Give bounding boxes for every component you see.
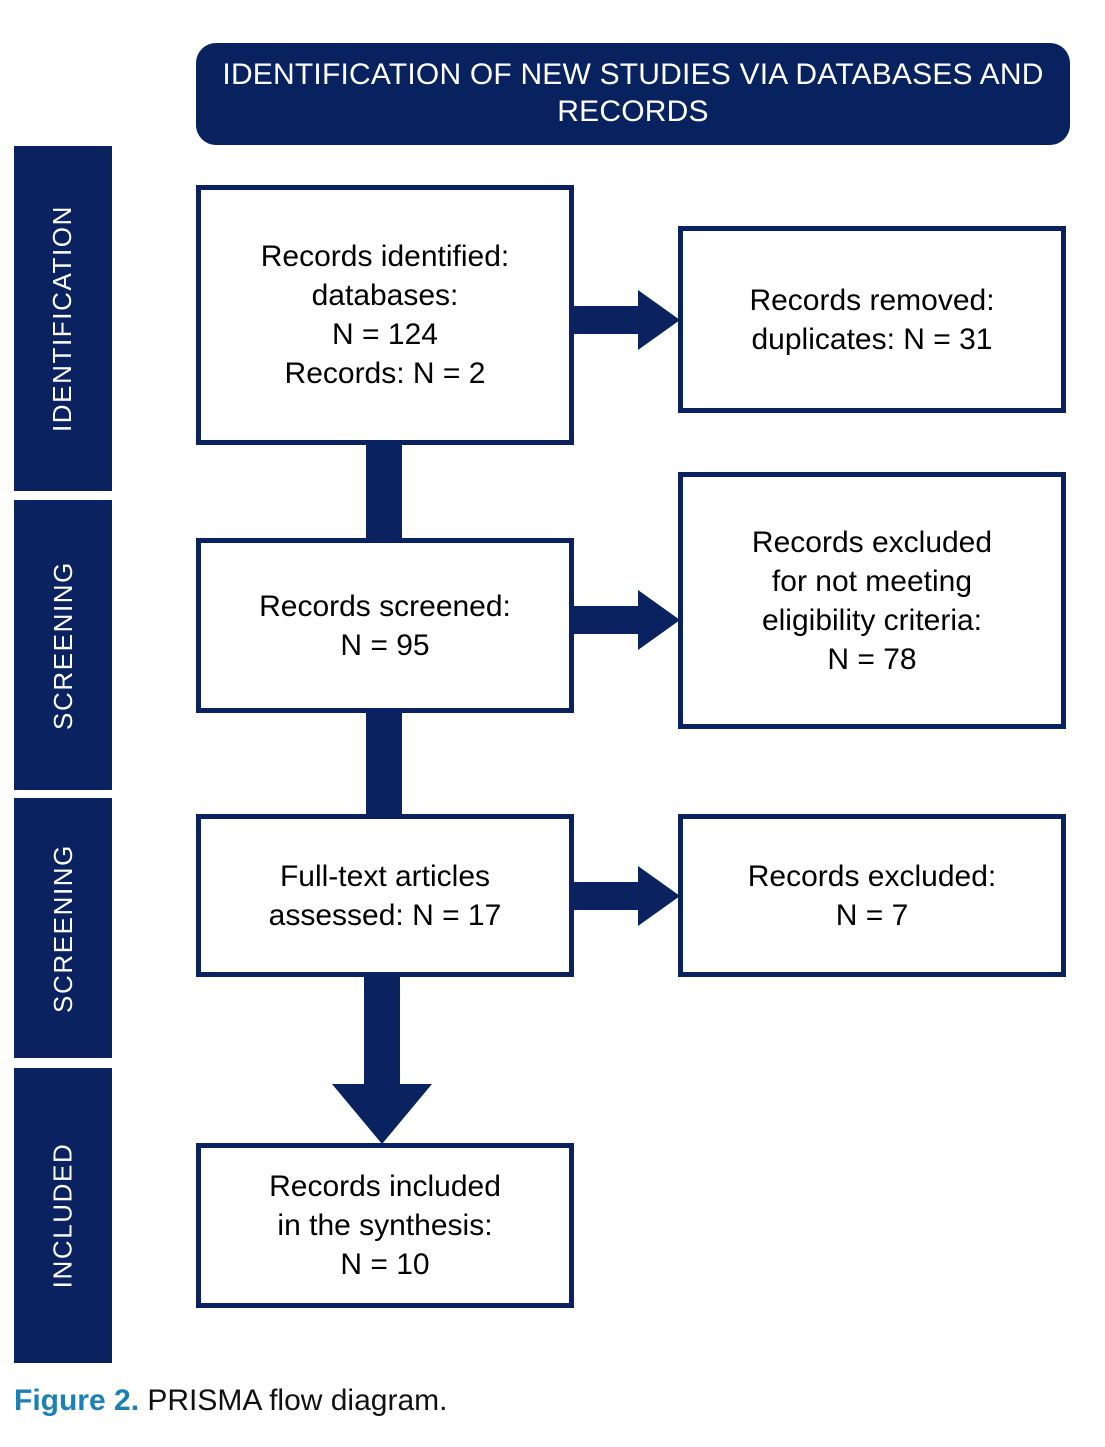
arrow-head [638,590,680,650]
figure-caption-text: PRISMA flow diagram. [139,1384,448,1417]
box-fulltext-articles-assessed-text: Full-text articles assessed: N = 17 [268,859,502,932]
box-records-excluded-eligibility: Records excluded for not meeting eligibi… [678,472,1066,729]
phase-label-screening-2: SCREENING [47,843,78,1013]
box-records-included-synthesis: Records included in the synthesis: N = 1… [196,1143,574,1308]
box-records-identified-text: Records identified: databases: N = 124 R… [260,240,510,390]
box-records-excluded-text: Records excluded: N = 7 [747,859,997,932]
phase-bar-identification: IDENTIFICATION [14,146,112,491]
connector-identified-to-screened [366,440,402,542]
arrow-shaft [570,882,642,910]
phase-label-included: INCLUDED [47,1142,78,1289]
phase-bar-screening-2: SCREENING [14,798,112,1058]
phase-bar-included: INCLUDED [14,1068,112,1363]
connector-screened-to-fulltext [366,708,402,818]
box-records-excluded-eligibility-text: Records excluded for not meeting eligibi… [751,525,993,676]
figure-caption: Figure 2. PRISMA flow diagram. [14,1382,447,1420]
figure-caption-label: Figure 2. [14,1384,140,1417]
box-records-identified: Records identified: databases: N = 124 R… [196,185,574,445]
arrow-identified-to-duplicates-icon [570,290,682,350]
box-fulltext-articles-assessed: Full-text articles assessed: N = 17 [196,814,574,977]
arrow-head [638,866,680,926]
phase-bar-screening-1: SCREENING [14,500,112,790]
arrow-shaft [570,606,642,634]
diagram-header-title: IDENTIFICATION OF NEW STUDIES VIA DATABA… [222,58,1044,128]
phase-label-identification: IDENTIFICATION [47,204,78,433]
arrow-head [332,1084,432,1144]
box-records-removed-duplicates-text: Records removed: duplicates: N = 31 [749,283,995,356]
box-records-screened: Records screened: N = 95 [196,538,574,713]
arrow-screened-to-excluded-eligibility-icon [570,590,682,650]
box-records-removed-duplicates: Records removed: duplicates: N = 31 [678,226,1066,413]
arrow-head [638,290,680,350]
box-records-included-synthesis-text: Records included in the synthesis: N = 1… [269,1170,501,1281]
arrow-shaft [570,306,642,334]
arrow-fulltext-to-included-icon [332,974,432,1144]
arrow-fulltext-to-excluded-icon [570,866,682,926]
box-records-screened-text: Records screened: N = 95 [259,589,511,662]
diagram-header-banner: IDENTIFICATION OF NEW STUDIES VIA DATABA… [196,43,1070,145]
phase-label-screening-1: SCREENING [47,560,78,730]
box-records-excluded: Records excluded: N = 7 [678,814,1066,977]
arrow-shaft [364,974,400,1086]
